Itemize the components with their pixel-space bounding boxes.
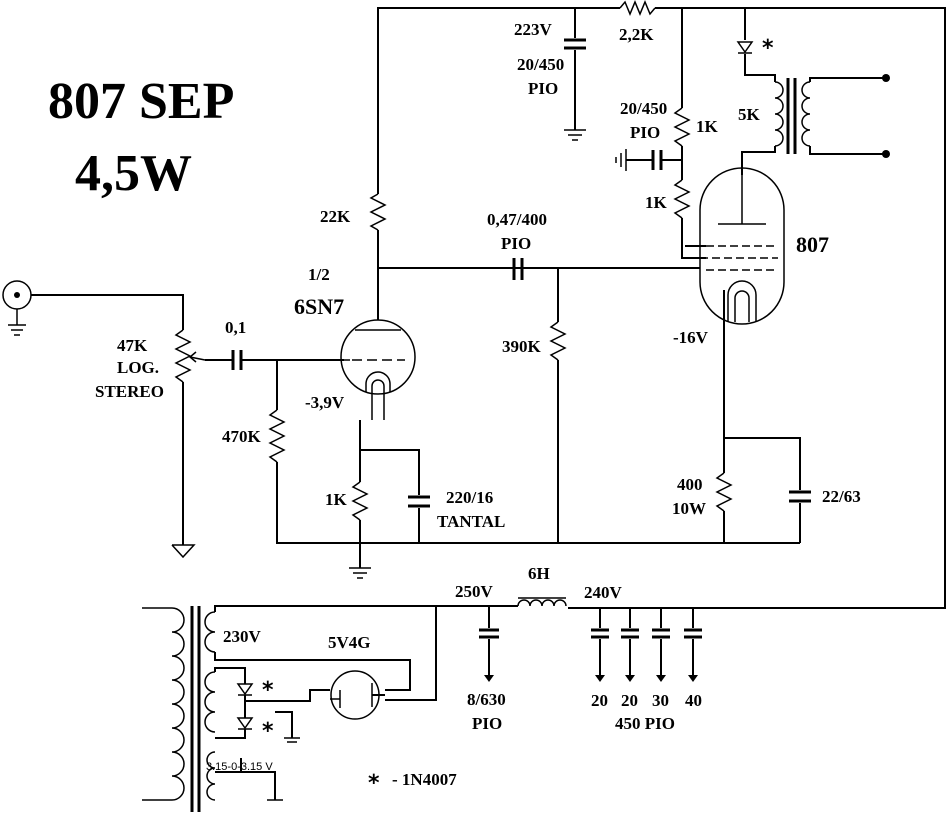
screen-cap-label-2: PIO <box>630 123 660 142</box>
filter-cap-value: 20 <box>621 691 638 710</box>
grid-leak-label: 470K <box>222 427 262 446</box>
diode-star: * <box>262 678 274 703</box>
filter-choke-icon <box>517 599 567 607</box>
filter-cap-value: 20 <box>591 691 608 710</box>
pot-type-label-2: STEREO <box>95 382 164 401</box>
decoupling-cap-label-2: PIO <box>528 79 558 98</box>
reservoir-cap-label-2: PIO <box>472 714 502 733</box>
rectifier-diode-icon <box>236 683 254 696</box>
decoupling-cap-label-1: 20/450 <box>517 55 564 74</box>
filter-capacitor <box>621 608 639 682</box>
pot-type-label-1: LOG. <box>117 358 159 377</box>
grid-leak-resistor <box>268 409 286 463</box>
pot-value-label: 47K <box>117 336 148 355</box>
filter-capacitor <box>684 608 702 682</box>
output-transformer-icon <box>774 78 811 154</box>
screen-resistor-label: 1K <box>696 117 719 136</box>
interstage-cap-label-1: 0,47/400 <box>487 210 547 229</box>
node-voltage-label: 223V <box>514 20 553 39</box>
coupling-cap-label: 0,1 <box>225 318 246 337</box>
filter-capacitor <box>591 608 609 682</box>
cathode-resistor <box>351 481 369 521</box>
ground-bus <box>276 462 800 544</box>
plate-resistor-label: 22K <box>320 207 351 226</box>
reservoir-cap-label-1: 8/630 <box>467 690 506 709</box>
transformer-label: 5K <box>738 105 761 124</box>
grid-resistor-390k <box>549 321 567 361</box>
rectifier-out-label: 250V <box>455 582 494 601</box>
output-bias-label: -16V <box>673 328 709 347</box>
cathode-cap-label-1: 220/16 <box>446 488 493 507</box>
power-transformer-icon <box>142 606 216 812</box>
title-line-1: 807 SEP <box>48 73 234 130</box>
volume-pot <box>174 329 192 383</box>
output-tube-label: 807 <box>796 232 829 257</box>
mains-tap-label: 230V <box>223 627 262 646</box>
ground-icon <box>349 567 371 579</box>
grid-stopper-label: 1K <box>645 193 668 212</box>
ground-icon <box>564 129 586 141</box>
rectifier-tube-label: 5V4G <box>328 633 371 652</box>
legend-note: - 1N4007 <box>392 770 457 789</box>
interstage-resistor-label: 390K <box>502 337 542 356</box>
cathode-resistor-label: 1K <box>325 490 348 509</box>
title-line-2: 4,5W <box>75 145 192 202</box>
filter-cap-rating: 450 PIO <box>615 714 675 733</box>
screen-resistor <box>673 107 691 147</box>
ground-icon <box>615 149 627 171</box>
driver-tube-label-1: 1/2 <box>308 265 330 284</box>
choke-label: 6H <box>528 564 550 583</box>
output-cathode-resistor <box>715 472 733 512</box>
input-wire <box>31 294 184 330</box>
filter-cap-value: 40 <box>685 691 702 710</box>
driver-tube-label-2: 6SN7 <box>294 294 344 319</box>
rectifier-tube-icon <box>330 670 380 720</box>
speaker-terminal <box>882 74 890 82</box>
legend-star: * <box>368 771 380 796</box>
speaker-terminal <box>882 150 890 158</box>
cathode-cap-label-2: TANTAL <box>437 512 505 531</box>
diode-star: * <box>262 719 274 744</box>
driver-tube-icon <box>340 319 416 395</box>
driver-bias-label: -3,9V <box>305 393 345 412</box>
screen-cap-label-1: 20/450 <box>620 99 667 118</box>
filtered-voltage-label: 240V <box>584 583 623 602</box>
filter-cap-value: 30 <box>652 691 669 710</box>
filter-capacitor <box>652 608 670 682</box>
decoupling-resistor-label: 2,2K <box>619 25 654 44</box>
pot-wiper <box>189 356 206 361</box>
input-jack-icon <box>2 280 32 336</box>
plate-resistor <box>369 193 387 231</box>
output-tube-icon <box>699 167 785 325</box>
ground-icon <box>171 544 196 559</box>
output-cathode-resistor-label-1: 400 <box>677 475 703 494</box>
decoupling-resistor <box>619 0 656 16</box>
interstage-cap-label-2: PIO <box>501 234 531 253</box>
b-plus-rail <box>568 7 946 609</box>
output-cathode-cap-label: 22/63 <box>822 487 861 506</box>
output-cathode-resistor-label-2: 10W <box>672 499 706 518</box>
protection-diode-icon <box>736 41 754 54</box>
supply-rail <box>377 7 620 194</box>
heater-tap-label: 3.15-0-3.15 V <box>206 761 273 773</box>
grid-stopper-resistor <box>673 179 691 219</box>
diode-star: * <box>762 36 774 61</box>
rectifier-diode-icon <box>236 717 254 730</box>
